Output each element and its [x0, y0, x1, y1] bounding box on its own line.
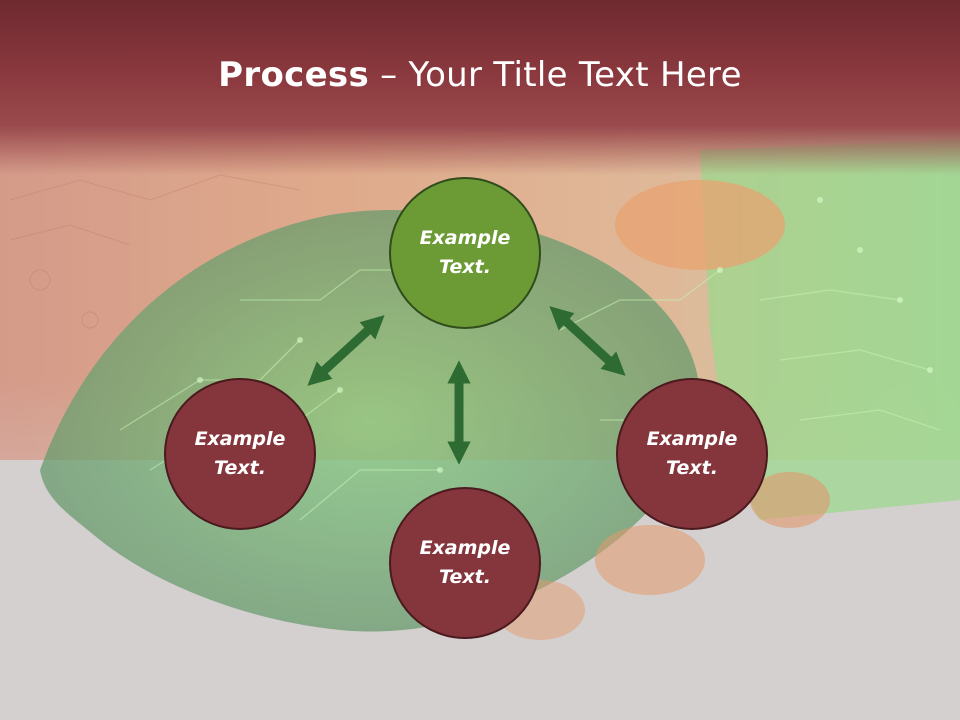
arrow-top-left	[307, 315, 385, 386]
process-node-left[interactable]: Example Text.	[164, 378, 316, 530]
title-bold-word: Process	[218, 55, 370, 95]
node-left-label: Example Text.	[194, 428, 286, 479]
node-right-label: Example Text.	[646, 428, 738, 479]
process-node-top[interactable]: Example Text.	[389, 177, 541, 329]
process-node-right[interactable]: Example Text.	[616, 378, 768, 530]
process-node-bottom[interactable]: Example Text.	[389, 487, 541, 639]
node-top-label: Example Text.	[419, 227, 511, 278]
node-bottom-label: Example Text.	[419, 537, 511, 588]
arrow-top-right	[549, 306, 626, 376]
title-rest: – Your Title Text Here	[369, 55, 742, 95]
slide-title: Process – Your Title Text Here	[0, 52, 960, 98]
title-band	[0, 0, 960, 175]
